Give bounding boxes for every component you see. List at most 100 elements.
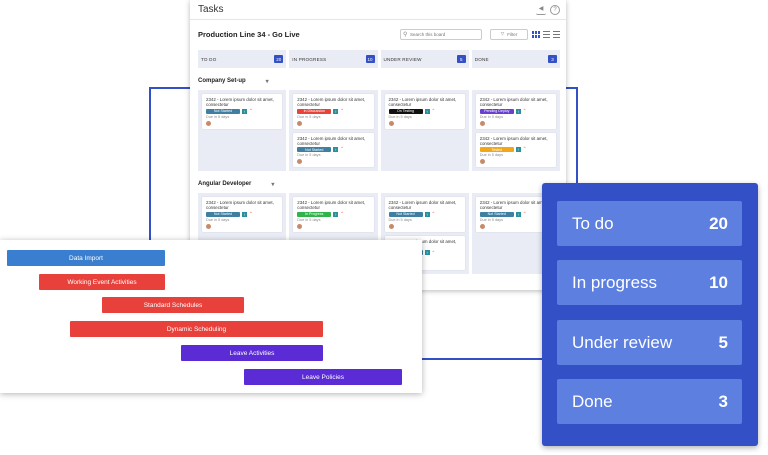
summary-row-in-progress[interactable]: In progress 10 <box>557 260 742 305</box>
priority-high-icon: ⌃ <box>522 107 527 113</box>
view-switcher <box>532 30 560 38</box>
avatar[interactable] <box>479 223 485 229</box>
lane: 2342 - Lorem ipsum dolor sit amet, conse… <box>471 90 560 172</box>
task-card[interactable]: 2342 - Lorem ipsum dolor sit amet, conse… <box>202 94 283 129</box>
avatar[interactable] <box>297 120 303 126</box>
compact-view-icon[interactable] <box>553 30 560 38</box>
arrow-up-icon[interactable]: ↑ <box>424 108 430 114</box>
gantt-bar[interactable]: Data Import <box>7 250 165 266</box>
column-count: 3 <box>548 55 557 63</box>
avatar[interactable] <box>388 223 394 229</box>
task-title: 2342 - Lorem ipsum dolor sit amet, conse… <box>479 135 548 146</box>
search-input[interactable] <box>410 31 478 37</box>
arrow-up-icon[interactable]: ↑ <box>515 211 521 217</box>
status-badge[interactable]: Not Started <box>388 211 423 217</box>
task-card[interactable]: 2342 - Lorem ipsum dolor sit amet, conse… <box>293 197 374 232</box>
priority-high-icon: ⌃ <box>522 210 527 216</box>
avatar[interactable] <box>479 120 485 126</box>
status-badge[interactable]: Tested <box>479 147 514 153</box>
column-label: UNDER REVIEW <box>383 56 422 62</box>
gantt-bar[interactable]: Dynamic Scheduling <box>70 321 323 337</box>
grid-view-icon[interactable] <box>532 30 540 38</box>
task-meta: Not Started↑⌃ <box>206 108 278 114</box>
status-badge[interactable]: Not Started <box>479 211 514 217</box>
summary-count: 3 <box>718 391 728 411</box>
group-title[interactable]: Angular Developer▾ <box>190 179 566 189</box>
status-badge[interactable]: In Discussion <box>297 108 332 114</box>
task-card[interactable]: 2342 - Lorem ipsum dolor sit amet, conse… <box>384 94 465 129</box>
due-date: Due in 5 days <box>388 114 412 119</box>
arrow-up-icon[interactable]: ↑ <box>515 108 521 114</box>
gantt-bar[interactable]: Leave Activities <box>181 345 323 361</box>
status-badge[interactable]: In Progress <box>297 211 332 217</box>
task-title: 2342 - Lorem ipsum dolor sit amet, conse… <box>206 200 274 211</box>
gantt-bar-label: Working Event Activities <box>67 278 137 286</box>
avatar[interactable] <box>479 159 485 165</box>
gantt-bar[interactable]: Leave Policies <box>244 369 402 385</box>
task-meta: Not Started↑⌃ <box>206 210 278 217</box>
task-card[interactable]: 2342 - Lorem ipsum dolor sit amet, conse… <box>384 197 465 232</box>
avatar[interactable] <box>206 120 211 126</box>
status-badge[interactable]: Not Started <box>297 147 332 153</box>
priority-high-icon: ⌃ <box>522 146 527 152</box>
task-title: 2342 - Lorem ipsum dolor sit amet, conse… <box>206 97 274 108</box>
task-card[interactable]: 2342 - Lorem ipsum dolor sit amet, conse… <box>475 132 556 168</box>
board-toolbar: Production Line 34 - Go Live ⚲ ▽ Filter <box>190 20 566 48</box>
list-view-icon[interactable] <box>543 30 550 38</box>
task-meta: On Testing↑⌃ <box>388 108 461 114</box>
summary-count: 20 <box>709 213 728 233</box>
arrow-up-icon[interactable]: ↑ <box>424 211 430 217</box>
due-date: Due in 5 days <box>479 114 503 119</box>
column-header-under-review[interactable]: UNDER REVIEW 5 <box>380 50 469 68</box>
notification-icon[interactable]: ◀ <box>536 5 546 15</box>
lane: 2342 - Lorem ipsum dolor sit amet, conse… <box>380 90 469 172</box>
gantt-bar[interactable]: Working Event Activities <box>39 274 165 290</box>
column-label: TO DO <box>201 56 217 62</box>
filter-label: Filter <box>507 31 518 37</box>
filter-button[interactable]: ▽ Filter <box>490 28 528 40</box>
summary-row-under-review[interactable]: Under review 5 <box>557 320 742 365</box>
task-card[interactable]: 2342 - Lorem ipsum dolor sit amet, conse… <box>475 94 556 129</box>
arrow-up-icon[interactable]: ↑ <box>333 108 339 114</box>
column-label: DONE <box>474 56 489 62</box>
task-card[interactable]: 2342 - Lorem ipsum dolor sit amet, conse… <box>293 132 374 168</box>
status-badge[interactable]: Not Started <box>206 211 240 217</box>
status-badge[interactable]: On Testing <box>388 108 423 114</box>
arrow-up-icon[interactable]: ↑ <box>424 250 430 256</box>
due-date: Due in 5 days <box>388 217 412 222</box>
task-card[interactable]: 2342 - Lorem ipsum dolor sit amet, conse… <box>202 197 283 232</box>
lane: 2342 - Lorem ipsum dolor sit amet, conse… <box>289 90 378 172</box>
task-title: 2342 - Lorem ipsum dolor sit amet, conse… <box>479 200 548 211</box>
arrow-up-icon[interactable]: ↑ <box>333 147 339 153</box>
avatar[interactable] <box>206 223 211 229</box>
task-title: 2342 - Lorem ipsum dolor sit amet, conse… <box>388 200 457 211</box>
column-header-todo[interactable]: TO DO 20 <box>198 50 287 68</box>
gantt-bar-label: Standard Schedules <box>143 301 203 309</box>
priority-high-icon: ⌃ <box>249 210 253 216</box>
summary-row-done[interactable]: Done 3 <box>557 379 742 424</box>
task-meta: Tested↑⌃ <box>479 146 552 153</box>
chevron-down-icon[interactable]: ▾ <box>271 181 275 188</box>
task-title: 2342 - Lorem ipsum dolor sit amet, conse… <box>297 135 366 146</box>
chevron-down-icon[interactable]: ▾ <box>265 78 269 85</box>
arrow-up-icon[interactable]: ↑ <box>333 211 339 217</box>
task-card[interactable]: 2342 - Lorem ipsum dolor sit amet, conse… <box>293 94 374 129</box>
arrow-up-icon[interactable]: ↑ <box>242 108 247 114</box>
arrow-up-icon[interactable]: ↑ <box>515 147 521 153</box>
summary-row-todo[interactable]: To do 20 <box>557 201 742 246</box>
help-icon[interactable]: ? <box>550 4 560 15</box>
arrow-up-icon[interactable]: ↑ <box>242 211 247 217</box>
group-title[interactable]: Company Set-up▾ <box>190 76 566 86</box>
task-meta: Not Started↑⌃ <box>479 210 552 217</box>
status-badge[interactable]: Not Started <box>206 108 240 114</box>
column-header-in-progress[interactable]: IN PROGRESS 10 <box>289 50 378 68</box>
status-badge[interactable]: Pending Deploy <box>479 108 514 114</box>
board-search: ⚲ <box>400 28 482 40</box>
avatar[interactable] <box>297 223 303 229</box>
summary-count: 5 <box>718 332 728 352</box>
lane-row: 2342 - Lorem ipsum dolor sit amet, conse… <box>190 90 566 172</box>
gantt-bar[interactable]: Standard Schedules <box>102 297 244 313</box>
column-header-done[interactable]: DONE 3 <box>471 50 560 68</box>
avatar[interactable] <box>388 120 394 126</box>
avatar[interactable] <box>297 159 303 165</box>
